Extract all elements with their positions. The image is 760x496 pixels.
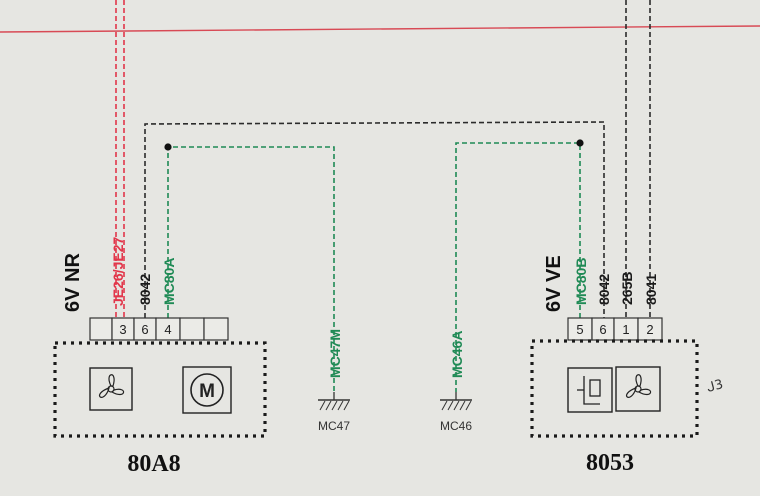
ground-icon: [440, 392, 472, 411]
wire-label: 8042: [137, 274, 153, 305]
wire-label: JE26/JE27: [110, 237, 126, 306]
pin-box-empty: [89, 317, 113, 341]
wire-green-mc80a: [167, 146, 335, 392]
component-name: 80A8: [127, 451, 180, 477]
connector-80a8: 3 6 4 M 80A8 6V NR JE26/JE27 8042 MC80A: [53, 237, 267, 477]
handwritten-note: ᒍ3: [705, 377, 725, 396]
pin-box-2: [637, 317, 663, 341]
top-red-line: [0, 25, 760, 33]
pin-number: 1: [622, 322, 629, 337]
component-box: [530, 339, 699, 438]
ground-mc46: MC46A MC46: [440, 331, 472, 433]
motor-icon: M: [182, 366, 232, 414]
ground-icon: [318, 392, 350, 411]
wire-label: MC80B: [573, 258, 589, 305]
pin-number: 6: [599, 322, 606, 337]
wire-black-8042-loop: [144, 121, 605, 318]
relay-icon: [567, 367, 613, 413]
pin-number: 2: [646, 322, 653, 337]
wire-label: 8042: [596, 274, 612, 305]
ground-name: MC46: [440, 419, 472, 433]
pin-number: 5: [576, 322, 583, 337]
component-name: 8053: [586, 450, 634, 476]
connector-8053: 5 6 1 2 ᒍ3 8053 6V VE MC80B 8042 265B 80…: [530, 255, 725, 476]
pin-box-empty: [203, 317, 229, 341]
wire-label: MC46A: [449, 331, 465, 378]
fan-icon: [615, 366, 661, 412]
pin-number: 4: [164, 322, 171, 337]
pin-number: 3: [119, 322, 126, 337]
wire-green-mc80b: [455, 142, 581, 392]
svg-text:M: M: [199, 381, 215, 402]
wire-label: MC80A: [161, 258, 177, 305]
ground-name: MC47: [318, 419, 350, 433]
fan-icon: [89, 367, 133, 411]
junction-dot-right: [576, 139, 584, 147]
ground-mc47: MC47M MC47: [318, 329, 350, 433]
junction-dot-left: [164, 143, 172, 151]
pin-box-empty: [179, 317, 205, 341]
pin-number: 6: [141, 322, 148, 337]
wire-label: MC47M: [327, 329, 343, 378]
component-box: [53, 341, 267, 438]
color-label: 6V NR: [62, 253, 84, 312]
wire-label: 265B: [619, 272, 635, 305]
color-label: 6V VE: [543, 255, 565, 312]
wire-label: 8041: [643, 274, 659, 305]
